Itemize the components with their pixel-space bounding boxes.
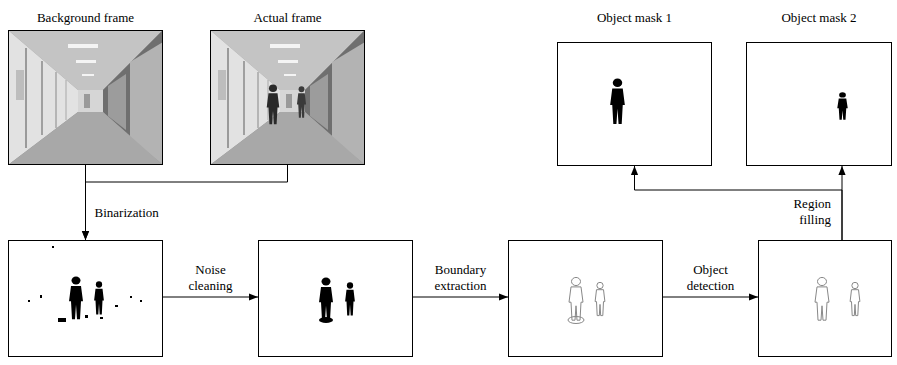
person-figure — [267, 84, 280, 124]
image-frame: Background frame — [8, 30, 163, 165]
actual-photo — [210, 30, 365, 165]
step-label: Binarization — [94, 205, 160, 221]
binary-image — [28, 246, 142, 322]
frame-heading: Object mask 1 — [538, 11, 731, 26]
cleaned-image — [319, 277, 355, 323]
connector-arrow — [663, 297, 758, 298]
background-photo — [8, 30, 163, 165]
connector-arrow — [413, 297, 508, 298]
boundary-image — [568, 277, 605, 323]
step-label: Noise cleaning — [187, 262, 233, 293]
step-label: Boundary extraction — [434, 262, 488, 293]
image-frame: Actual frame — [210, 30, 365, 165]
mask-figure — [610, 78, 625, 124]
frame-heading: Background frame — [0, 11, 182, 26]
connector-arrow — [86, 165, 288, 240]
connector-arrow — [842, 166, 843, 240]
mask-figure — [837, 92, 848, 120]
step-label: Region filling — [792, 196, 832, 227]
frame-heading: Actual frame — [191, 11, 384, 26]
frame-heading: Object mask 2 — [727, 11, 897, 26]
detected-image — [815, 277, 860, 320]
image-frame — [8, 240, 163, 357]
image-frame — [508, 240, 663, 357]
image-frame — [758, 240, 892, 357]
connector-arrow — [163, 297, 258, 298]
image-frame: Object mask 2 — [746, 42, 892, 166]
image-frame: Object mask 1 — [557, 42, 712, 166]
connector-arrow — [635, 166, 843, 240]
image-frame — [258, 240, 413, 357]
step-label: Object detection — [686, 262, 736, 293]
person-figure — [297, 86, 306, 117]
